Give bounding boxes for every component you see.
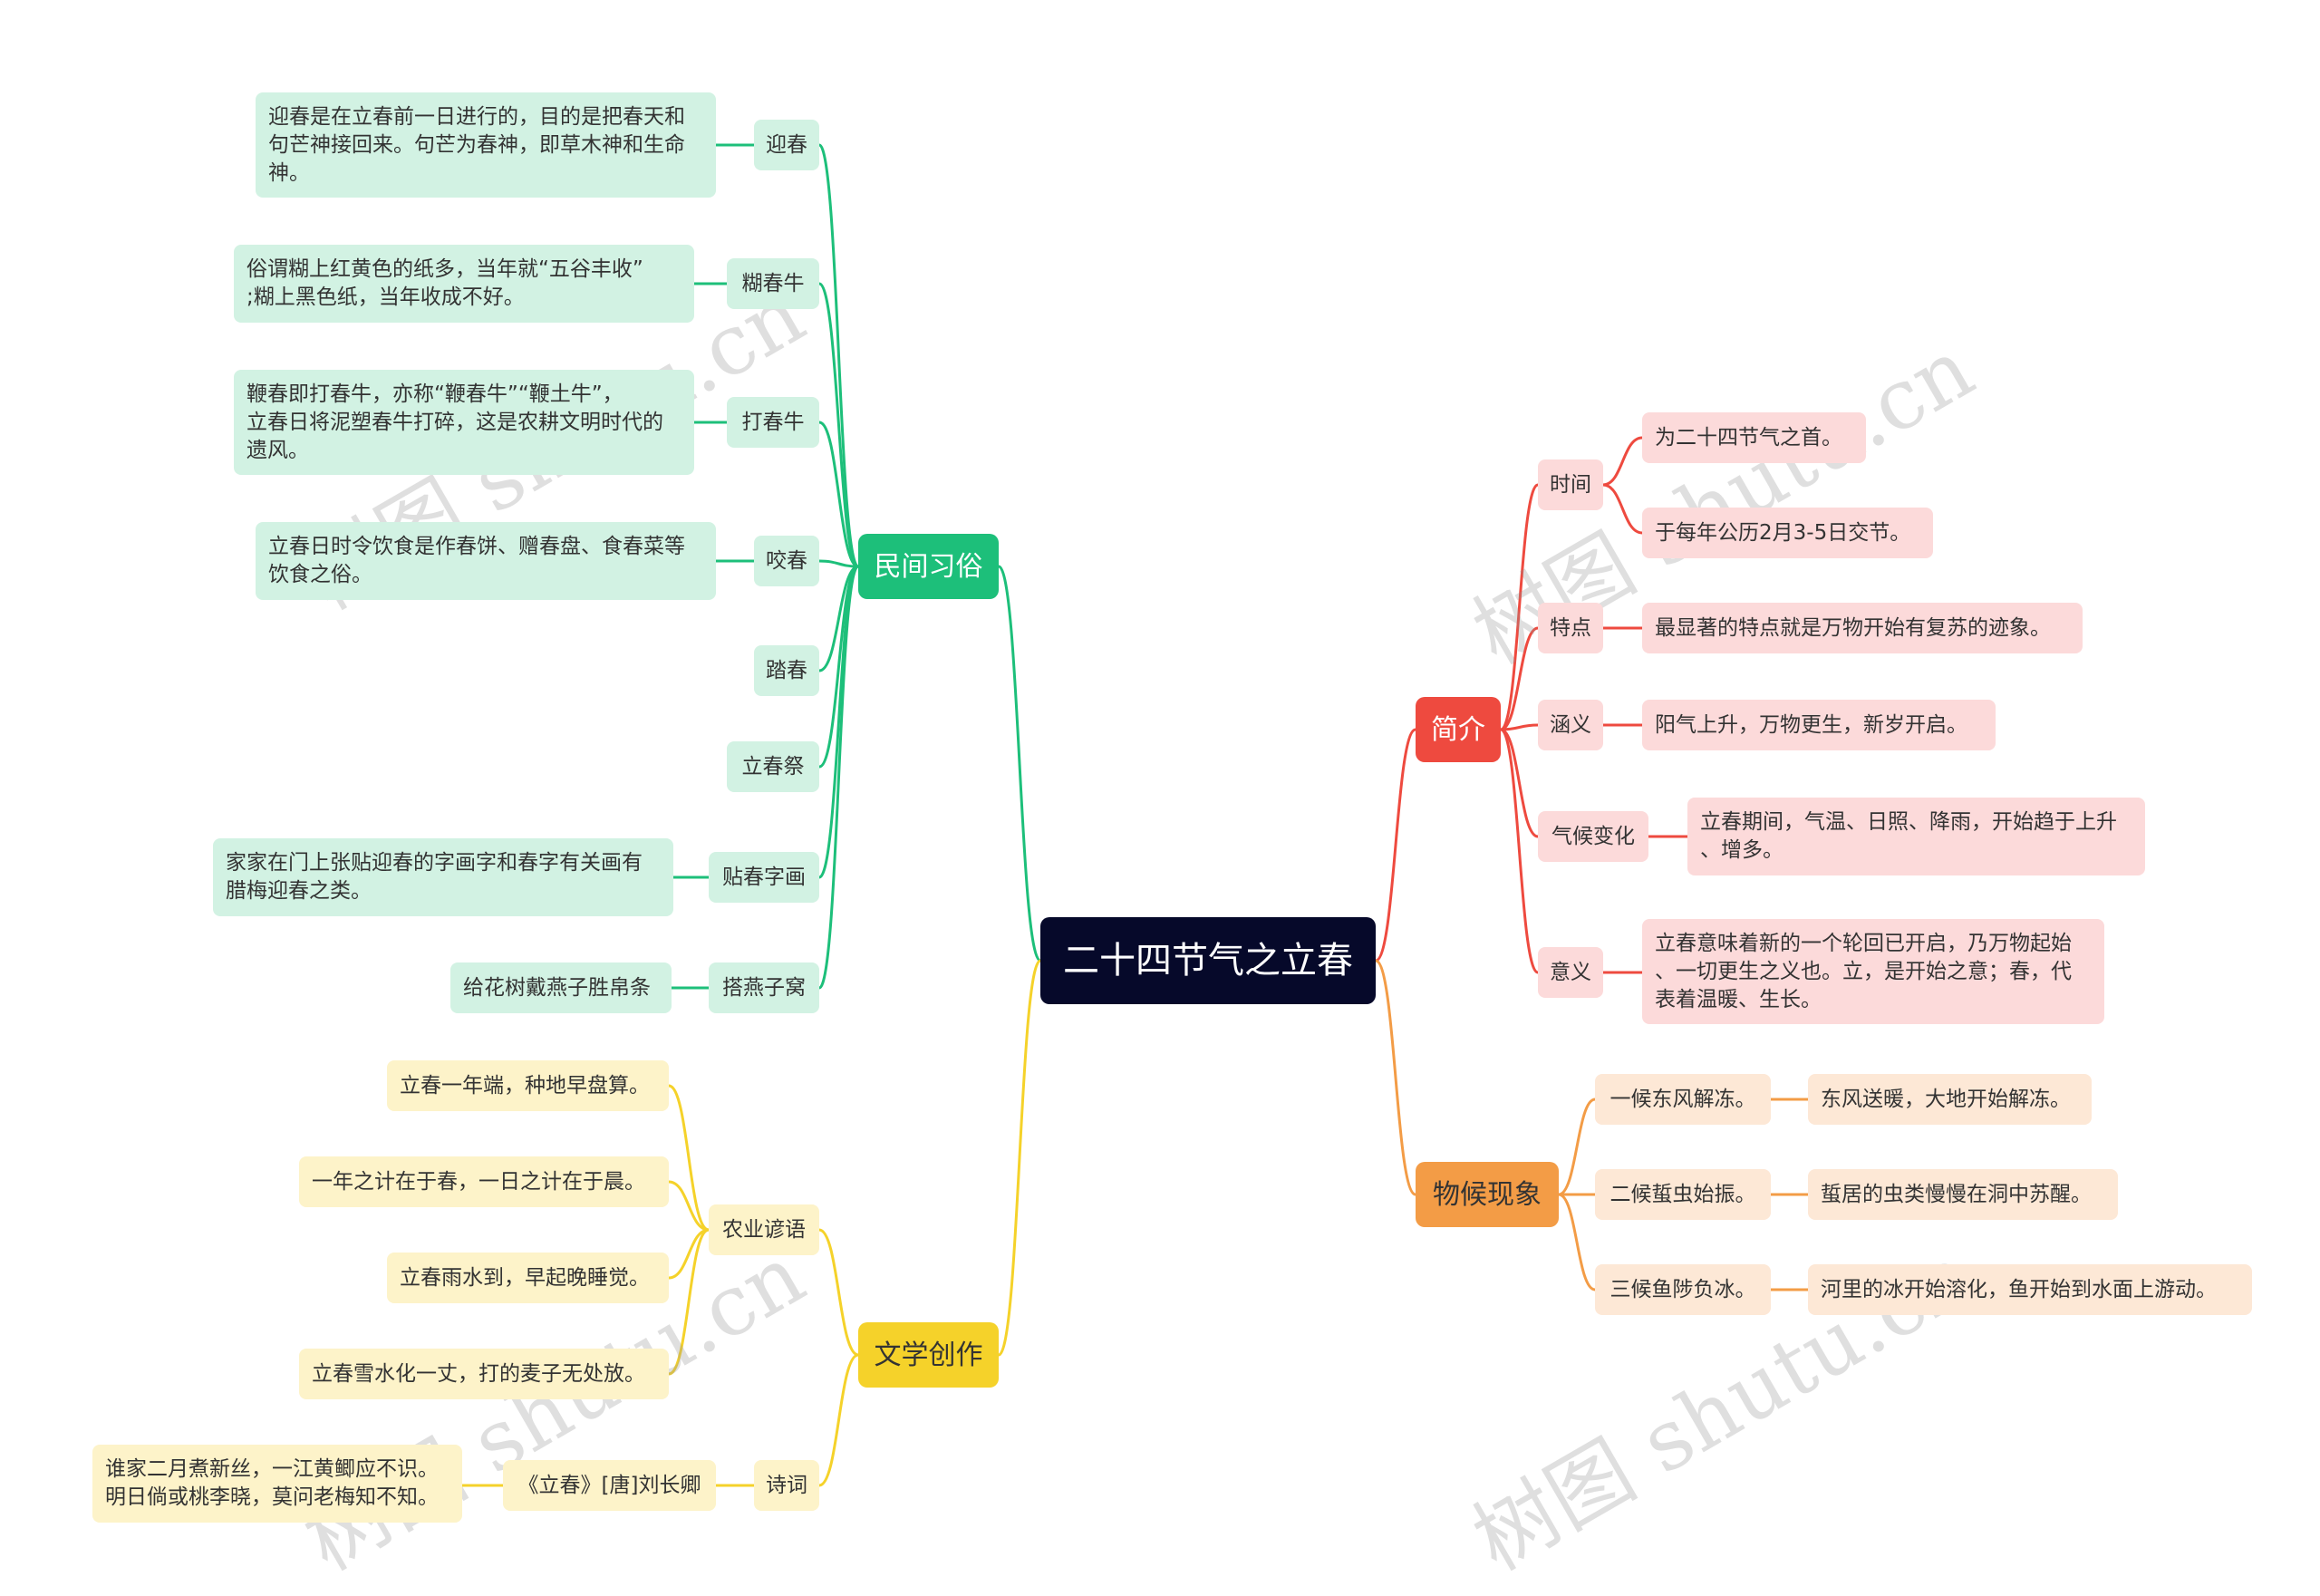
connector-line [1602,483,1643,535]
connector-line [1558,1098,1596,1196]
connector-line [818,565,859,672]
detail-yingchun: 迎春是在立春前一日进行的，目的是把春天和 句芒神接回来。句芒为春神，即草木神和生… [256,92,716,198]
connector-line [818,421,859,568]
phenology-stage-2[interactable]: 二候蜇虫始振。 [1595,1169,1771,1220]
topic-yaochun[interactable]: 咬春 [754,536,819,586]
phenology-stage-3[interactable]: 三候鱼陟负冰。 [1595,1264,1771,1315]
connector-line [1602,436,1643,487]
connector-line [817,143,860,568]
branch-folk-customs[interactable]: 民间习俗 [858,534,999,599]
proverb-item: 立春雨水到，早起晚睡觉。 [387,1253,669,1303]
time-item: 为二十四节气之首。 [1642,412,1866,463]
phenology-detail-3: 河里的冰开始溶化，鱼开始到水面上游动。 [1808,1264,2252,1315]
poem-title[interactable]: 《立春》[唐]刘长卿 [503,1460,716,1511]
connector-line [668,1180,710,1232]
connector-line [1500,728,1539,838]
connector-line [1375,959,1416,1196]
topic-feature[interactable]: 特点 [1538,603,1603,653]
detail-meaning: 阳气上升，万物更生，新岁开启。 [1642,700,1996,750]
detail-yaochun: 立春日时令饮食是作春饼、赠春盘、食春菜等 饮食之俗。 [256,522,716,600]
connector-line [1375,728,1416,962]
detail-significance: 立春意味着新的一个轮回已开启，乃万物起始 、一切更生之义也。立，是开始之意；春，… [1642,919,2104,1024]
proverb-item: 一年之计在于春，一日之计在于晨。 [299,1156,669,1207]
proverb-item: 立春雪水化一丈，打的麦子无处放。 [299,1349,669,1399]
poem-text: 谁家二月煮新丝，一江黄鲫应不识。 明日倘或桃李晓，莫问老梅知不知。 [92,1445,462,1523]
topic-climate[interactable]: 气候变化 [1538,811,1648,862]
topic-dayanziwo[interactable]: 搭燕子窝 [709,962,819,1013]
topic-huchunniu[interactable]: 糊春牛 [727,258,819,309]
connector-line [997,959,1042,1357]
topic-time[interactable]: 时间 [1538,459,1603,510]
detail-climate: 立春期间，气温、日照、降雨，开始趋于上升 、增多。 [1687,798,2145,875]
phenology-detail-2: 蜇居的虫类慢慢在洞中苏醒。 [1808,1169,2118,1220]
detail-tiechunzihua: 家家在门上张贴迎春的字画字和春字有关画有 腊梅迎春之类。 [213,838,673,916]
connector-line [1500,723,1539,731]
branch-intro[interactable]: 简介 [1416,697,1501,762]
connector-line [1558,1193,1596,1291]
topic-tachun[interactable]: 踏春 [754,645,819,696]
topic-significance[interactable]: 意义 [1538,947,1603,998]
detail-feature: 最显著的特点就是万物开始有复苏的迹象。 [1642,603,2083,653]
connector-line [668,1228,710,1376]
phenology-detail-1: 东风送暖，大地开始解冻。 [1808,1074,2092,1125]
connector-line [818,559,859,568]
detail-huchunniu: 俗谓糊上红黄色的纸多，当年就“五谷丰收” ;糊上黑色纸，当年收成不好。 [234,245,694,323]
connector-line [1500,626,1539,731]
connector-line [818,1353,859,1487]
connector-line [818,1228,859,1357]
detail-dayanziwo: 给花树戴燕子胜帛条 [450,962,672,1013]
topic-tiechunzihua[interactable]: 贴春字画 [709,852,819,903]
connector-line [817,565,860,990]
branch-phenology[interactable]: 物候现象 [1416,1162,1559,1227]
connector-line [1500,483,1539,731]
topic-dachunniu[interactable]: 打春牛 [727,397,819,448]
topic-yingchun[interactable]: 迎春 [754,120,819,170]
proverb-item: 立春一年端，种地早盘算。 [387,1060,669,1111]
connector-line [997,565,1042,962]
topic-proverbs[interactable]: 农业谚语 [709,1204,819,1255]
branch-literature[interactable]: 文学创作 [858,1322,999,1388]
central-topic[interactable]: 二十四节气之立春 [1040,917,1376,1004]
connector-line [817,282,860,568]
topic-poems[interactable]: 诗词 [754,1460,819,1511]
connector-line [668,1084,710,1232]
detail-dachunniu: 鞭春即打春牛，亦称“鞭春牛”“鞭土牛”， 立春日将泥塑春牛打碎，这是农耕文明时代… [234,370,694,475]
connector-line [668,1228,710,1280]
topic-meaning[interactable]: 涵义 [1538,700,1603,750]
time-item: 于每年公历2月3-5日交节。 [1642,508,1933,558]
phenology-stage-1[interactable]: 一候东风解冻。 [1595,1074,1771,1125]
topic-lichunji[interactable]: 立春祭 [727,741,819,792]
connector-line [1500,728,1539,974]
